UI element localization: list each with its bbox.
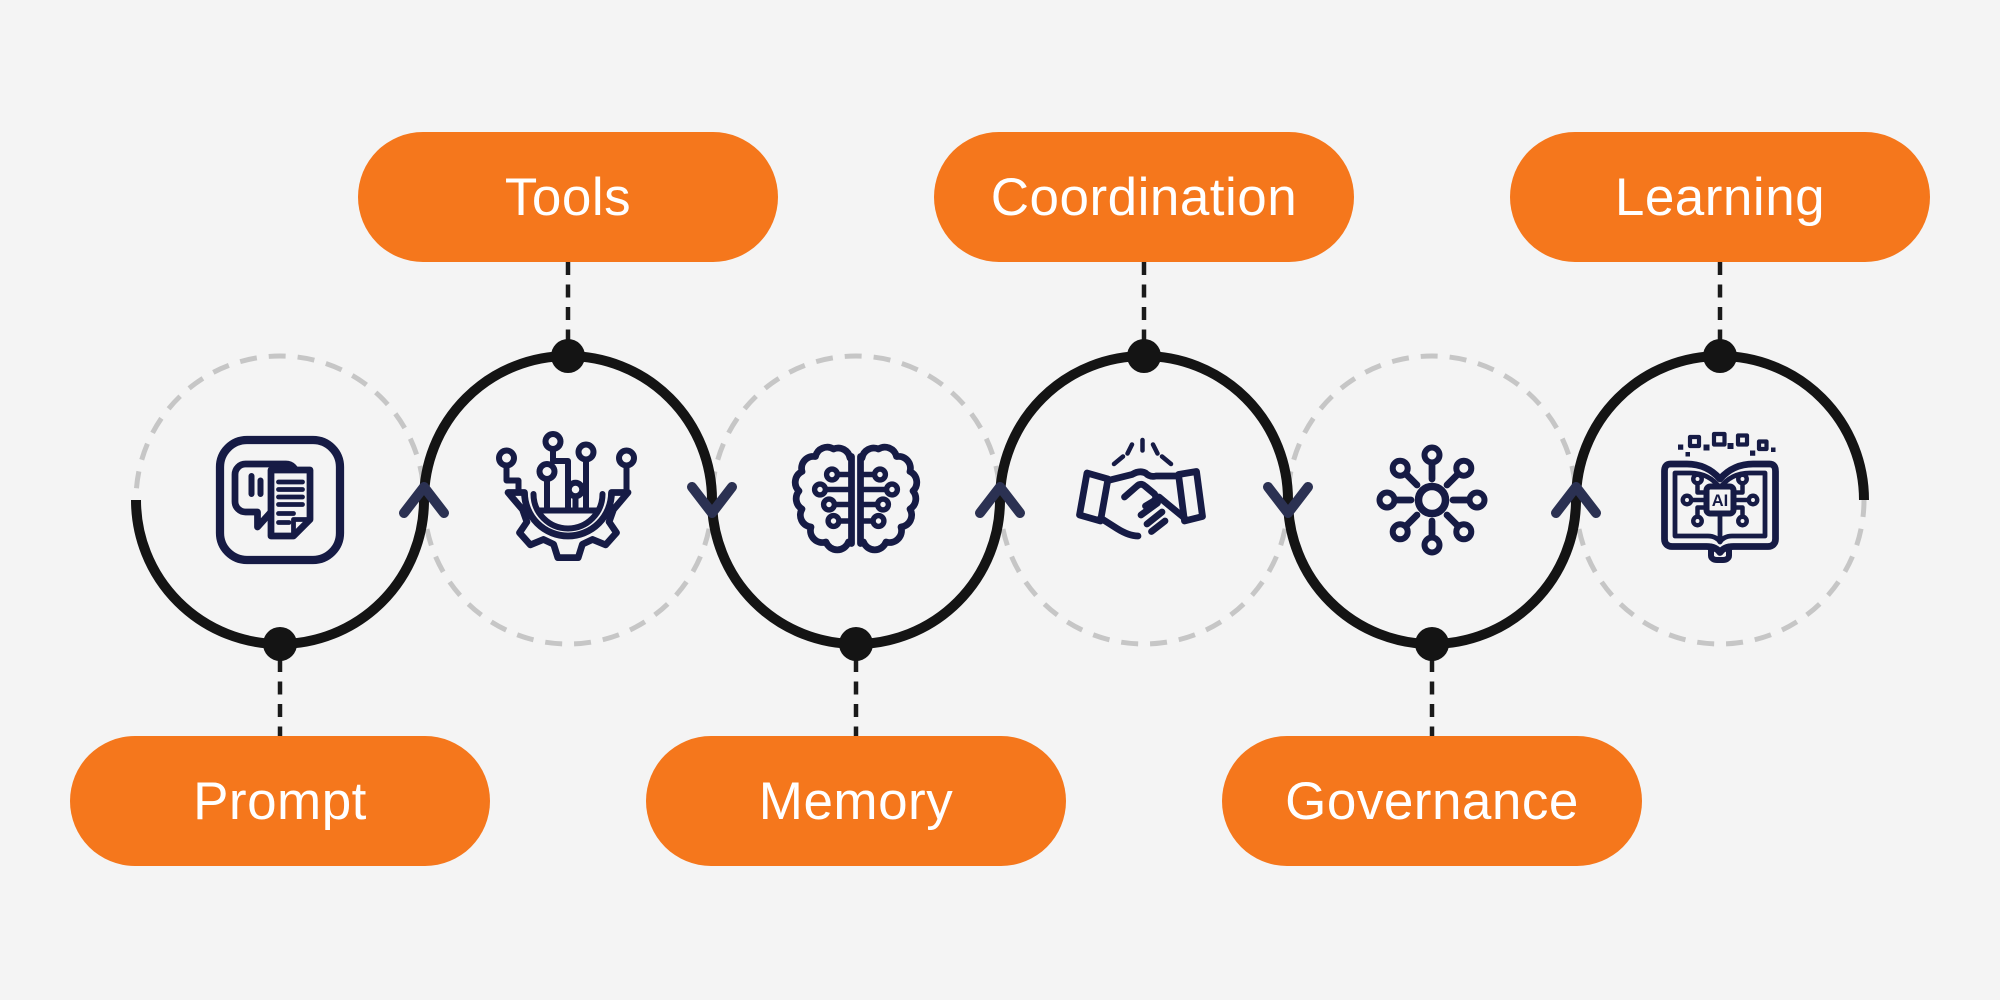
brain-circuit-icon bbox=[791, 443, 921, 554]
stage-pill-label: Prompt bbox=[193, 771, 367, 831]
stage-pill-label: Memory bbox=[758, 771, 954, 831]
flow-arrows bbox=[399, 482, 1601, 518]
flow-dot bbox=[1415, 627, 1449, 661]
arrow-up-icon bbox=[399, 482, 449, 518]
flow-dot bbox=[1127, 339, 1161, 373]
stage-pill-governance: Governance bbox=[1222, 736, 1642, 866]
flow-dot bbox=[839, 627, 873, 661]
flow-dot bbox=[263, 627, 297, 661]
stage-pill-label: Governance bbox=[1285, 771, 1579, 831]
prompt-chat-document-icon bbox=[215, 435, 345, 565]
stage-pill-memory: Memory bbox=[646, 736, 1066, 866]
arrow-down-icon bbox=[1263, 482, 1313, 518]
stage-pill-label: Tools bbox=[504, 167, 632, 227]
stage-pill-label: Learning bbox=[1614, 167, 1826, 227]
stage-pill-tools: Tools bbox=[358, 132, 778, 262]
handshake-icon bbox=[1076, 437, 1206, 540]
stage-pill-learning: Learning bbox=[1510, 132, 1930, 262]
arrow-up-icon bbox=[1551, 482, 1601, 518]
stage-pill-label: Coordination bbox=[990, 167, 1298, 227]
network-hub-icon bbox=[1376, 444, 1488, 556]
connector-lines bbox=[277, 262, 1723, 736]
ai-chip-label: AI bbox=[1712, 492, 1729, 510]
arrow-down-icon bbox=[687, 482, 737, 518]
stage-pill-coordination: Coordination bbox=[934, 132, 1354, 262]
flow-dots bbox=[263, 339, 1737, 661]
ai-book-icon: AI bbox=[1661, 431, 1779, 563]
arrow-up-icon bbox=[975, 482, 1025, 518]
flow-dot bbox=[551, 339, 585, 373]
gear-circuit-icon bbox=[496, 431, 637, 561]
flow-dot bbox=[1703, 339, 1737, 373]
flow-wave-path bbox=[131, 351, 1869, 649]
stage-pill-prompt: Prompt bbox=[70, 736, 490, 866]
